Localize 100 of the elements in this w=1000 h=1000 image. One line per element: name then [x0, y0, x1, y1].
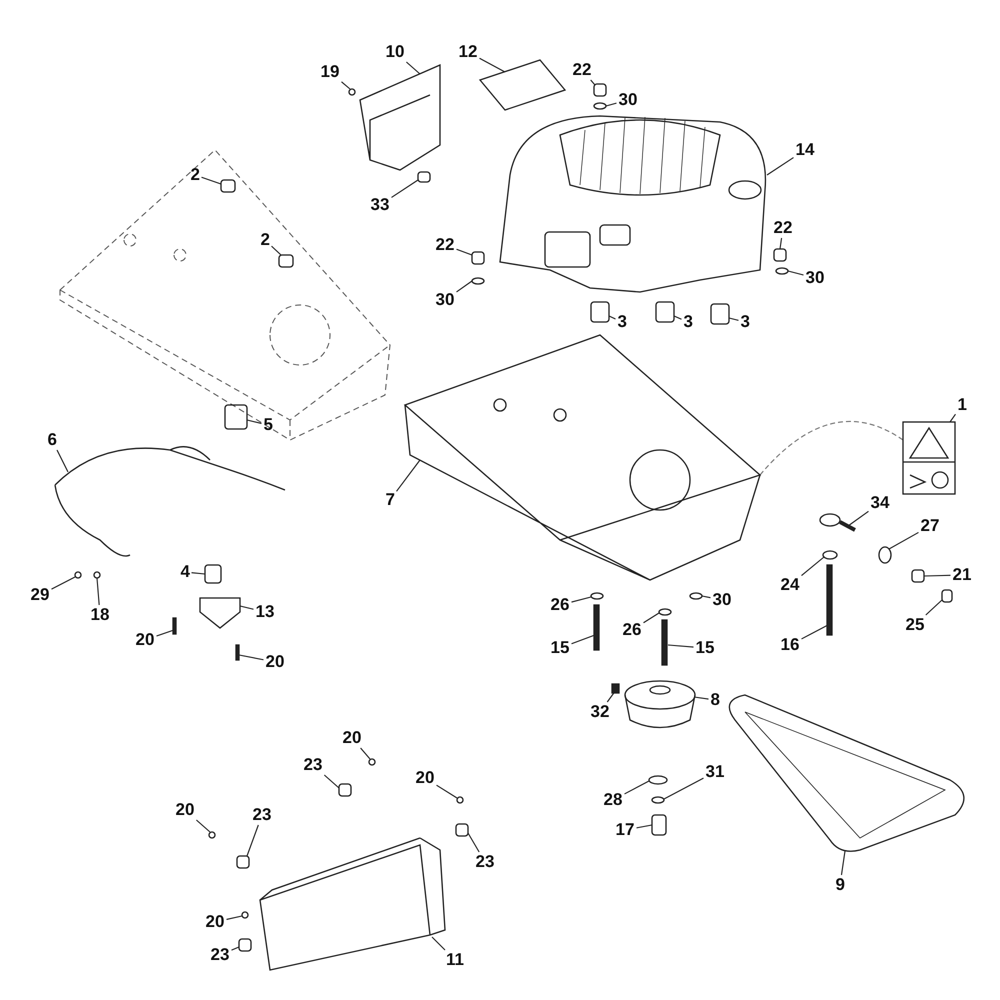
leader-line [231, 946, 240, 951]
nut-drawing [471, 251, 485, 265]
spacer-drawing [710, 303, 730, 325]
callout-number: 8 [710, 691, 720, 709]
washer-drawing [775, 267, 789, 275]
bolt-drawing [593, 604, 600, 651]
clip-drawing [455, 823, 469, 837]
callout-number: 23 [304, 756, 322, 774]
key-drawing [611, 683, 620, 694]
callout-number: 5 [264, 416, 273, 434]
callout-number: 26 [622, 621, 642, 639]
leader-line [925, 600, 942, 616]
callout-number: 30 [712, 591, 732, 609]
leader-line [240, 605, 254, 610]
engine-deck-drawing [404, 334, 762, 581]
callout-number: 6 [48, 431, 57, 449]
callout-number: 30 [436, 291, 454, 309]
leader-line [643, 612, 660, 624]
callout-number: 1 [958, 396, 967, 414]
leader-line [801, 624, 828, 640]
callout-number: 34 [870, 494, 890, 512]
bracket-drawing [359, 64, 441, 171]
callout-number: 30 [806, 269, 824, 287]
callout-number: 18 [90, 606, 110, 624]
warning-decal-drawing [902, 421, 956, 495]
callout-number: 25 [906, 616, 924, 634]
leader-line [636, 824, 652, 828]
washer-drawing [651, 796, 665, 804]
bolt-drawing [661, 619, 668, 666]
pulley-drawing [624, 680, 696, 728]
callout-number: 22 [774, 219, 792, 237]
callout-number: 28 [604, 791, 622, 809]
callout-number: 3 [740, 313, 750, 331]
leader-line [924, 574, 951, 577]
washer-drawing [822, 550, 838, 560]
callout-number: 15 [550, 639, 570, 657]
washer-drawing [471, 277, 485, 285]
grommet-drawing [278, 254, 294, 268]
callout-number: 20 [206, 913, 224, 931]
leader-line [668, 644, 694, 648]
dashed-reference-line [760, 421, 904, 476]
callout-number: 17 [616, 821, 634, 839]
callout-number: 12 [458, 43, 478, 61]
callout-number: 20 [176, 801, 194, 819]
bolt-drawing [826, 564, 833, 636]
bolt-drawing [651, 814, 667, 836]
callout-number: 23 [252, 806, 272, 824]
bracket-drawing [199, 597, 241, 629]
leader-line [624, 780, 650, 794]
leader-line [226, 915, 242, 920]
leader-line [271, 246, 282, 256]
leader-line [406, 62, 420, 74]
screw-drawing [235, 644, 240, 661]
callout-number: 27 [920, 517, 940, 535]
engine-drawing [499, 115, 766, 293]
callout-number: 30 [618, 91, 638, 109]
callout-number: 3 [618, 313, 627, 331]
leader-line [674, 316, 682, 320]
leader-line [246, 824, 259, 856]
leader-line [51, 576, 76, 590]
drive-belt-drawing [728, 694, 964, 852]
callout-number: 19 [320, 63, 340, 81]
callout-number: 21 [952, 566, 972, 584]
leader-line [840, 850, 846, 876]
leader-line [479, 58, 506, 72]
nut-drawing [911, 569, 925, 583]
leader-line [848, 510, 869, 526]
leader-line [246, 419, 262, 424]
leader-line [728, 317, 739, 321]
washer-drawing [689, 592, 703, 600]
callout-number: 16 [780, 636, 800, 654]
leader-line [788, 270, 804, 276]
switch-drawing [224, 404, 248, 430]
callout-number: 31 [706, 763, 724, 781]
leader-line [56, 450, 68, 472]
air-filter-drawing [478, 59, 566, 111]
callout-number: 2 [190, 166, 200, 184]
clip-drawing [417, 171, 431, 183]
washer-drawing [593, 102, 607, 110]
leader-line [456, 280, 472, 292]
leader-line [590, 80, 596, 86]
leader-line [391, 180, 418, 198]
leader-line [196, 820, 210, 832]
callout-number: 14 [796, 141, 814, 159]
screw-drawing [172, 617, 177, 635]
callout-number: 23 [210, 946, 230, 964]
callout-number: 22 [436, 236, 454, 254]
callout-number: 13 [256, 603, 274, 621]
leader-line [456, 248, 472, 256]
screw-drawing [456, 796, 464, 804]
leader-line [664, 778, 704, 800]
callout-number: 22 [572, 61, 592, 79]
leader-line [324, 774, 340, 788]
leader-line [571, 634, 596, 644]
screw-drawing [93, 571, 101, 579]
callout-number: 2 [260, 231, 270, 249]
clip-drawing [238, 938, 252, 952]
leader-line [888, 532, 919, 550]
leader-line [360, 748, 370, 760]
leader-line [801, 556, 824, 576]
